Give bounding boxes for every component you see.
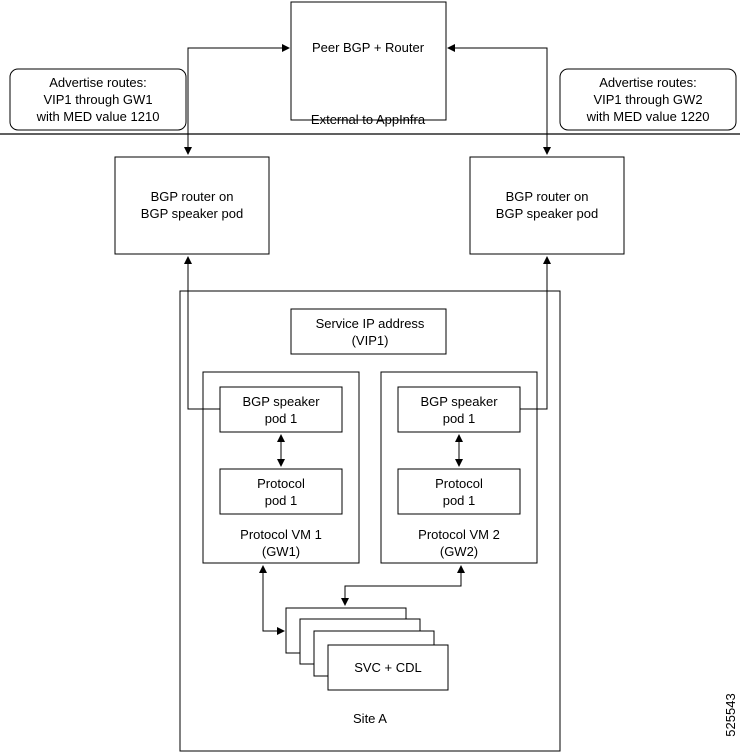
vm2-protocol-pod-box [397, 468, 521, 515]
arrow-vm1-to-svc [259, 565, 285, 635]
vm2-bgp-speaker-line2: pod 1 [443, 411, 476, 426]
peer-router-box [290, 1, 447, 121]
vm1-protocol-pod-line2: pod 1 [265, 493, 298, 508]
vm2-label-line1: Protocol VM 2 [418, 527, 500, 542]
arrow-peer-to-left-router [184, 44, 290, 155]
vm1-protocol-pod-box [219, 468, 343, 515]
vm2-label-line2: (GW2) [440, 544, 478, 559]
vm1-label-line1: Protocol VM 1 [240, 527, 322, 542]
bgp-router-left-box [114, 156, 270, 255]
right-advertise-line3: with MED value 1220 [586, 109, 710, 124]
left-advertise-line1: Advertise routes: [49, 75, 147, 90]
vm1-protocol-pod-line1: Protocol [257, 476, 305, 491]
right-advertise-line1: Advertise routes: [599, 75, 697, 90]
figure-id-label: 525543 [723, 693, 738, 736]
arrow-vm2-to-svc [341, 565, 465, 606]
vm2-protocol-pod-line1: Protocol [435, 476, 483, 491]
peer-router-label: Peer BGP + Router [312, 40, 425, 55]
service-ip-box [290, 308, 447, 355]
vm2-protocol-pod-line2: pod 1 [443, 493, 476, 508]
service-ip-line1: Service IP address [316, 316, 425, 331]
site-a-label: Site A [353, 711, 387, 726]
vm2-bgp-speaker-line1: BGP speaker [420, 394, 498, 409]
vm1-bgp-speaker-line2: pod 1 [265, 411, 298, 426]
arrow-speaker2-to-right-router [520, 256, 551, 410]
svc-stack-card-4 [327, 644, 449, 691]
bgp-router-left-line1: BGP router on [151, 189, 234, 204]
bgp-router-left-line2: BGP speaker pod [141, 206, 243, 221]
right-advertise-line2: VIP1 through GW2 [593, 92, 702, 107]
external-to-appinfra-label: External to AppInfra [311, 112, 426, 127]
service-ip-line2: (VIP1) [352, 333, 389, 348]
vm1-bgp-speaker-line1: BGP speaker [242, 394, 320, 409]
svc-cdl-label: SVC + CDL [354, 660, 422, 675]
bgp-router-right-line2: BGP speaker pod [496, 206, 598, 221]
bgp-router-right-box [469, 156, 625, 255]
vm1-bgp-speaker-box [219, 386, 343, 433]
arrow-speaker1-to-left-router [184, 256, 220, 410]
bgp-router-right-line1: BGP router on [506, 189, 589, 204]
left-advertise-line2: VIP1 through GW1 [43, 92, 152, 107]
arrow-peer-to-right-router [447, 44, 551, 155]
vm2-bgp-speaker-box [397, 386, 521, 433]
right-advertise-callout [559, 68, 737, 131]
left-advertise-line3: with MED value 1210 [36, 109, 160, 124]
vm1-label-line2: (GW1) [262, 544, 300, 559]
